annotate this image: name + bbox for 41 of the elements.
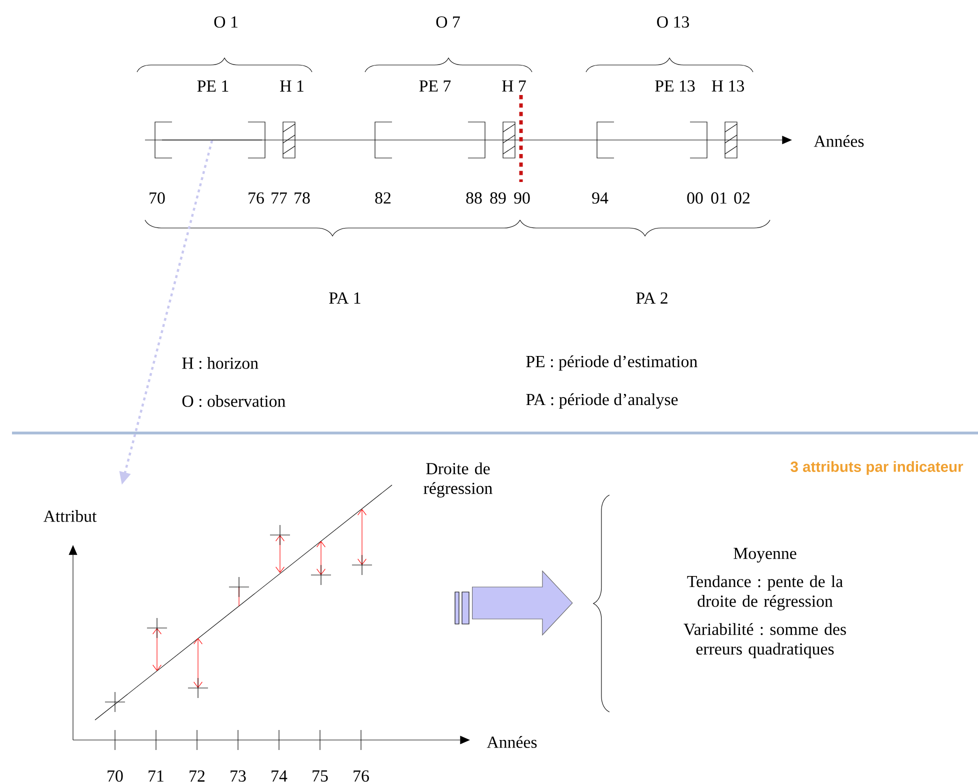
year-label: 82 [375, 192, 390, 204]
tick-label: 76 [354, 770, 369, 782]
period-label: H 7 [502, 80, 526, 92]
year-label: 78 [294, 192, 310, 204]
period-label: O 13 [657, 16, 689, 28]
year-label: 89 [490, 192, 506, 204]
period-label: H 13 [712, 80, 744, 92]
year-label: 02 [734, 192, 750, 204]
axis-label: Années [814, 135, 864, 147]
key-text: O : observation [182, 395, 286, 407]
tick-label: 71 [148, 770, 164, 782]
tick-label: 70 [108, 770, 123, 782]
tick-label: 72 [190, 770, 204, 782]
tick-label: 75 [312, 770, 328, 782]
key-text: H : horizon [182, 357, 258, 369]
axis-label: Années [486, 736, 537, 748]
year-label: 01 [711, 192, 726, 204]
key-text: PA : période d’analyse [526, 393, 678, 409]
period-label: O 1 [214, 16, 238, 28]
year-label: 70 [150, 192, 165, 204]
year-label: 90 [514, 192, 530, 204]
period-label: PA 2 [636, 292, 668, 304]
period-label: H 1 [280, 80, 304, 92]
period-label: PA 1 [329, 292, 360, 304]
tick-label: 74 [272, 770, 288, 782]
attribute-list: Moyenne Tendance : pente de la droite de régression Variabilité : somme des erreurs quadratiques [593, 494, 846, 712]
axis-label: Attribut [43, 510, 97, 522]
key-text: PE : période d’estimation [526, 355, 698, 371]
period-label: O 7 [436, 16, 460, 28]
tick-label: 73 [230, 770, 246, 782]
heading: 3 attributs par indicateur [790, 461, 964, 475]
year-label: 00 [687, 192, 703, 204]
year-label: 94 [592, 192, 608, 204]
block-arrow [472, 570, 573, 636]
line-label: Droite de régression [424, 462, 492, 498]
period-label: PE 7 [419, 80, 451, 92]
period-label: PE 13 [655, 80, 695, 92]
year-label: 76 [248, 192, 264, 204]
year-label: 77 [272, 192, 287, 204]
period-label: PE 1 [197, 80, 228, 92]
year-label: 88 [466, 192, 482, 204]
